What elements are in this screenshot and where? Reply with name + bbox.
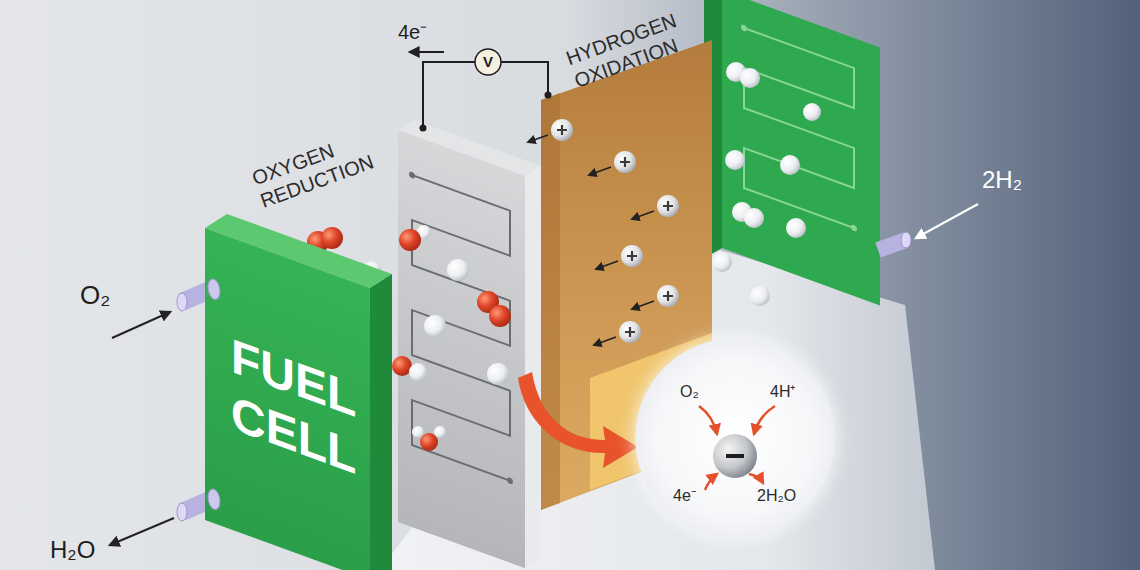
- hydrogen-atom: [409, 363, 427, 381]
- voltmeter-label: V: [476, 53, 500, 71]
- reaction-term: 2H₂O: [757, 486, 796, 505]
- hydrogen-atom: [725, 150, 745, 170]
- fuel-cell-panel: FUEL CELL: [205, 228, 370, 570]
- hydrogen-atom: [750, 286, 770, 306]
- flow-arrow: [916, 204, 978, 238]
- reaction-term: O₂: [680, 382, 699, 401]
- flow-arrow: [112, 312, 170, 338]
- inlet-label: O₂: [80, 280, 110, 311]
- reaction-arrow: [749, 474, 763, 483]
- proton-arrow: [594, 337, 616, 345]
- hydrogen-atom: [744, 208, 764, 228]
- flow-arrow: [110, 518, 174, 545]
- reaction-art: [635, 338, 835, 538]
- proton: [614, 151, 636, 173]
- electrode-side: [525, 166, 541, 570]
- proton: [657, 285, 679, 307]
- proton: [619, 321, 641, 343]
- wire-terminal: [420, 125, 427, 132]
- proton-arrow: [596, 261, 618, 269]
- hydrogen-atom: [780, 155, 800, 175]
- electron-flow-arrow: [410, 51, 444, 53]
- flow-channel: [412, 175, 510, 481]
- reaction-arrow: [754, 406, 775, 434]
- hydrogen-atom: [487, 363, 509, 385]
- oxygen-atom: [392, 356, 412, 376]
- plate-side: [370, 274, 392, 570]
- proton: [657, 195, 679, 217]
- oxygen-atom: [489, 305, 511, 327]
- minus-symbol: [726, 454, 744, 458]
- hydrogen-atom: [424, 315, 446, 337]
- pipe-cap: [208, 487, 220, 511]
- pipe-end: [177, 293, 187, 311]
- proton-arrow: [528, 135, 548, 142]
- outlet-label: H₂O: [50, 536, 95, 565]
- proton-arrow: [632, 301, 654, 309]
- flow-channel: [744, 28, 854, 228]
- hydrogen-atom: [786, 218, 806, 238]
- hydrogen-atom: [740, 68, 760, 88]
- reaction-inset: O₂ 4H⁺ 4e⁻ 2H₂O: [635, 338, 835, 538]
- panel-title: FUEL CELL: [231, 327, 363, 488]
- oxygen-atom: [321, 227, 343, 249]
- channel-end: [507, 477, 513, 485]
- hydrogen-atom: [803, 103, 821, 121]
- membrane-shade: [541, 93, 560, 510]
- cathode-electrode: [398, 130, 525, 568]
- inlet-label: 2H₂: [982, 166, 1022, 195]
- channel-end: [409, 171, 415, 179]
- pipe-end: [901, 232, 911, 248]
- hydrogen-atom: [712, 252, 732, 272]
- channel-end: [741, 24, 747, 32]
- pipe-cap: [208, 277, 220, 301]
- hydrogen-plate: [722, 0, 880, 306]
- reaction-arrow: [705, 474, 717, 490]
- proton-arrow: [589, 167, 611, 175]
- pipe-end: [177, 503, 187, 521]
- electrode-face: [398, 130, 525, 568]
- plate-face: [722, 0, 880, 306]
- electron-label: 4e⁻: [398, 20, 427, 44]
- reaction-term: 4H⁺: [770, 382, 795, 401]
- oxygen-atom: [420, 433, 438, 451]
- wire-terminal: [545, 92, 552, 99]
- oxygen-atom: [399, 229, 421, 251]
- proton-arrow: [632, 211, 654, 219]
- channel-end: [851, 224, 857, 232]
- voltmeter-symbol: [475, 49, 501, 75]
- proton: [551, 119, 573, 141]
- zoom-arrow: [518, 372, 638, 468]
- reaction-term: 4e⁻: [673, 486, 696, 505]
- reaction-arrow: [699, 406, 717, 434]
- catalyst-sphere: [713, 434, 757, 478]
- hydrogen-atom: [447, 259, 469, 281]
- proton: [621, 245, 643, 267]
